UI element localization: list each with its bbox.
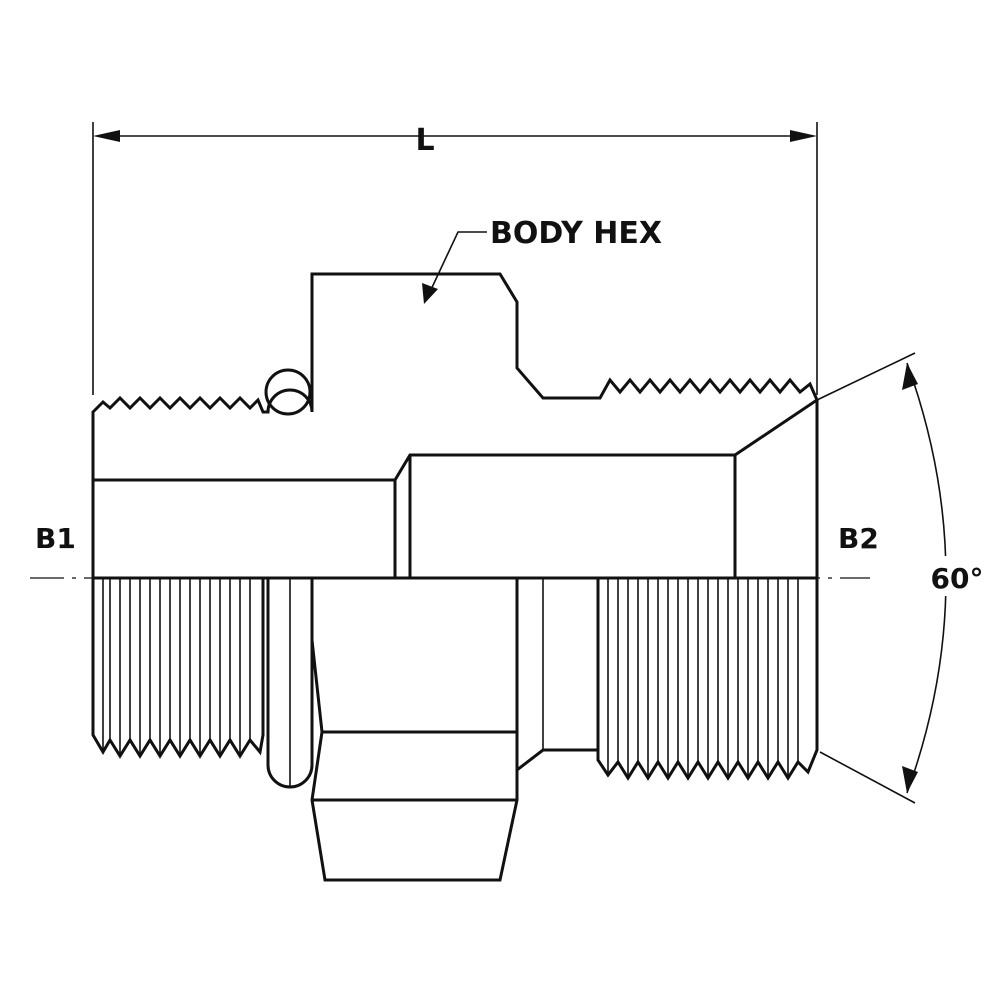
left-thread-crests: [102, 578, 251, 756]
angle-label: 60°: [931, 562, 984, 595]
angle-dimension: 60°: [816, 352, 985, 804]
o-ring-section: [264, 368, 312, 416]
right-thread-crests: [607, 578, 799, 778]
body-hex-callout: BODY HEX: [422, 216, 662, 304]
length-label: L: [415, 123, 434, 158]
body-hex-label: BODY HEX: [490, 216, 662, 251]
exterior-view: [91, 578, 819, 882]
end-1-label: B1: [35, 522, 76, 555]
hex-exterior: [310, 578, 519, 882]
length-dimension: L: [92, 122, 818, 395]
end-2-label: B2: [838, 522, 879, 555]
body-section: [91, 272, 819, 578]
